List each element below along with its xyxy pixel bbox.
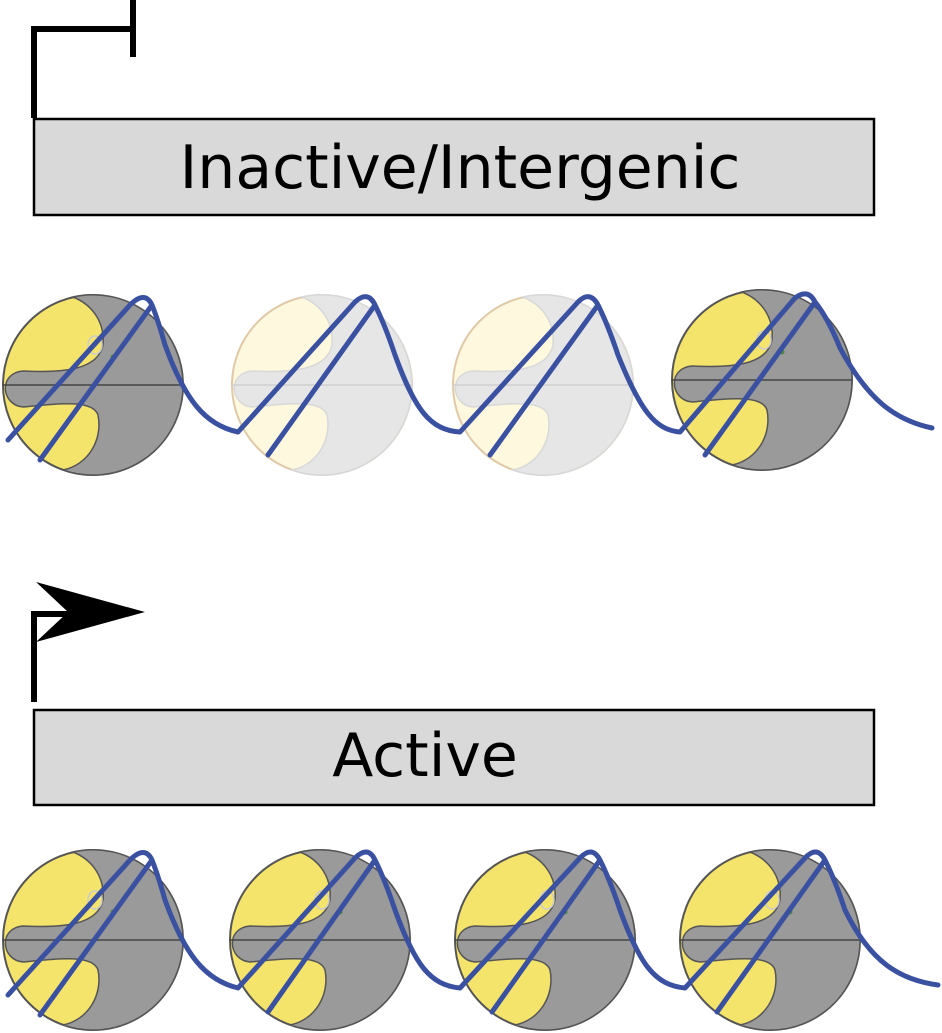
section-inactive: Inactive/Intergenic [2,0,935,477]
inactive-label-box: Inactive/Intergenic [32,117,876,217]
active-label-box: Active [32,708,876,807]
dna-strand-inactive [5,291,935,463]
blocked-promoter-icon [31,0,136,118]
section-active: Active [2,582,941,1032]
dna-strand-active [5,849,941,1018]
active-label: Active [332,721,518,791]
active-promoter-arrow-icon [31,582,145,702]
inactive-label: Inactive/Intergenic [180,133,741,203]
